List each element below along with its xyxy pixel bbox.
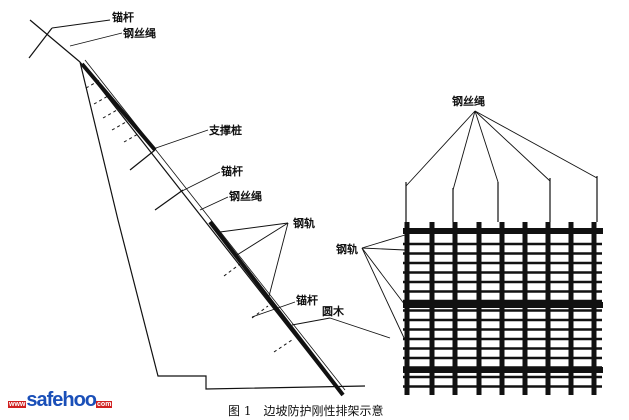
label-rope-mid: 钢丝绳 xyxy=(229,190,262,203)
label-rope-right: 钢丝绳 xyxy=(452,95,485,108)
figure-caption: 图 1 边坡防护刚性排架示意 xyxy=(228,404,384,418)
rail-upper xyxy=(80,62,157,152)
label-anchor-low: 锚杆 xyxy=(296,294,318,307)
rope-line xyxy=(84,59,346,391)
leader-lines xyxy=(51,19,598,341)
watermark-logo: wwwsafehoocom xyxy=(8,389,113,411)
top-anchor xyxy=(28,27,53,59)
rigid-frame-grid xyxy=(403,176,603,395)
pile-anchor xyxy=(129,149,156,171)
anchor-dashes xyxy=(85,79,293,353)
label-support-pile: 支撑桩 xyxy=(209,124,242,137)
slope-section xyxy=(28,19,366,394)
label-log: 圆木 xyxy=(322,305,344,318)
mid-anchor xyxy=(154,189,184,211)
slope-profile xyxy=(79,61,366,390)
label-anchor-top: 锚杆 xyxy=(112,11,134,24)
label-rail-right: 钢轨 xyxy=(336,243,358,256)
label-anchor-mid: 锚杆 xyxy=(221,165,243,178)
label-rope-top: 钢丝绳 xyxy=(123,27,156,40)
label-rail-left: 钢轨 xyxy=(293,217,315,230)
top-anchor-rope xyxy=(29,19,81,63)
